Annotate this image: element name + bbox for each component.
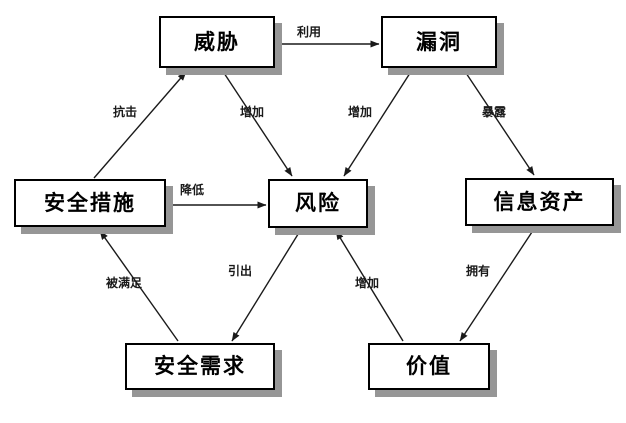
node-label-threat: 威胁 — [194, 29, 240, 54]
edge-requirement-satisfied-by-safeguard — [99, 230, 179, 342]
node-asset[interactable]: 信息资产 — [465, 178, 614, 226]
edge-vulnerability-exposes-asset — [463, 69, 535, 176]
edge-asset-has-value — [459, 228, 535, 342]
edge-label-vulnerability-exposes-asset: 暴露 — [482, 105, 507, 119]
edge-label-safeguard-counters-threat: 抗击 — [113, 105, 138, 119]
edge-label-vulnerability-increases-risk: 增加 — [348, 105, 373, 119]
edge-label-safeguard-reduces-risk: 降低 — [180, 183, 205, 197]
edge-label-requirement-satisfied-by-safeguard: 被满足 — [106, 276, 143, 290]
edge-vulnerability-increases-risk — [343, 69, 413, 177]
node-vulnerability[interactable]: 漏洞 — [381, 16, 497, 68]
node-threat[interactable]: 威胁 — [159, 16, 275, 68]
edge-risk-derives-requirement — [231, 230, 301, 342]
node-requirement[interactable]: 安全需求 — [125, 343, 275, 390]
node-label-value: 价值 — [406, 354, 452, 378]
edge-label-asset-has-value: 拥有 — [466, 264, 491, 278]
node-label-vulnerability: 漏洞 — [416, 29, 462, 54]
node-label-risk: 风险 — [295, 191, 341, 215]
node-label-safeguard: 安全措施 — [44, 190, 136, 215]
edge-label-threat-increases-risk: 增加 — [240, 105, 265, 119]
node-value[interactable]: 价值 — [368, 343, 490, 390]
edge-value-increases-risk — [335, 230, 404, 342]
node-label-requirement: 安全需求 — [154, 354, 246, 378]
edge-label-threat-exploits-vulnerability: 利用 — [297, 25, 322, 39]
edge-label-risk-derives-requirement: 引出 — [228, 264, 253, 278]
node-safeguard[interactable]: 安全措施 — [14, 179, 166, 227]
edge-threat-increases-risk — [221, 69, 293, 177]
edge-safeguard-counters-threat — [93, 71, 187, 179]
edge-label-value-increases-risk: 增加 — [355, 276, 380, 290]
node-risk[interactable]: 风险 — [268, 179, 368, 228]
node-label-asset: 信息资产 — [493, 189, 586, 214]
